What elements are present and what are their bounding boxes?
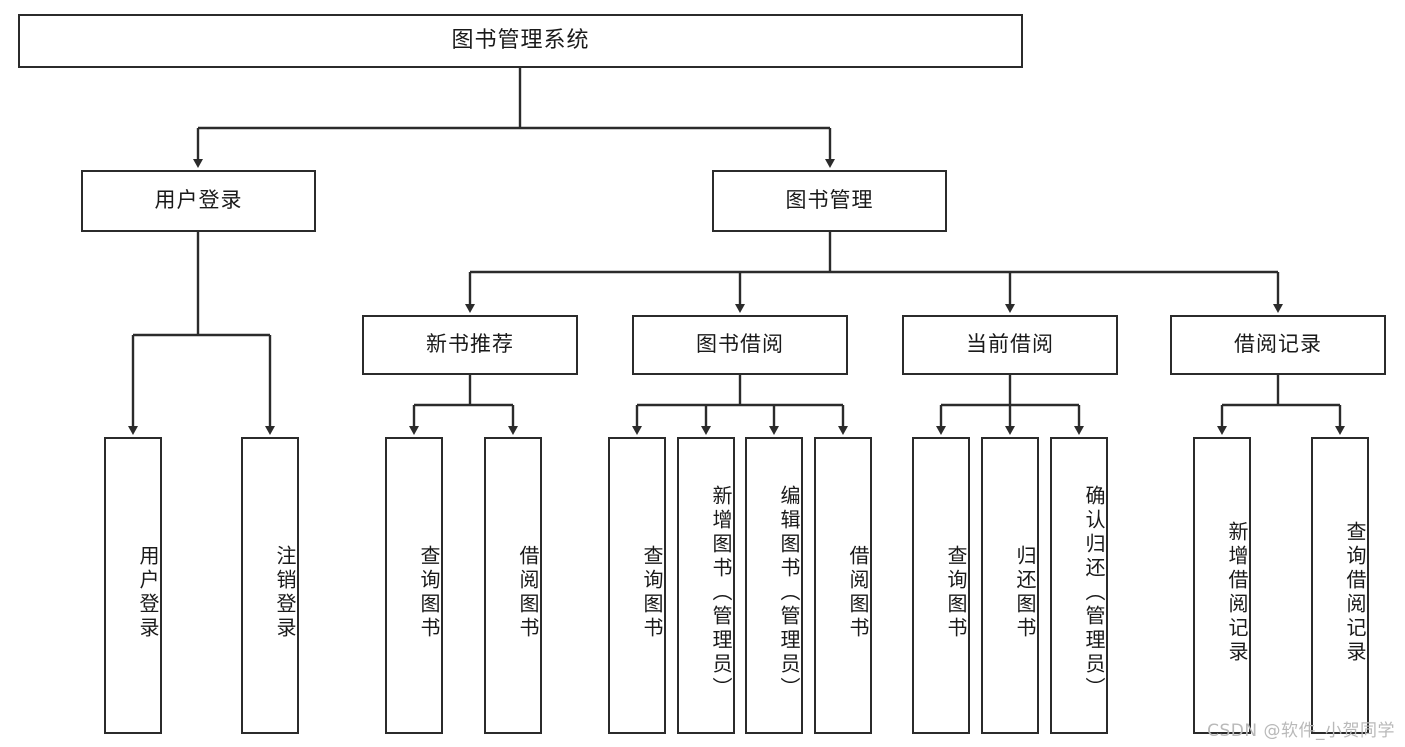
node-book-borrow[interactable]: 图书借阅 [632,315,848,375]
leaf-add-book-admin[interactable]: 新增图书（管理员） [677,437,735,734]
leaf-user-login[interactable]: 用户登录 [104,437,162,734]
leaf-return-book[interactable]: 归还图书 [981,437,1039,734]
leaf-confirm-return-admin[interactable]: 确认归还（管理员） [1050,437,1108,734]
leaf-borrow-book-new[interactable]: 借阅图书 [484,437,542,734]
csdn-watermark: CSDN @软件_小贺同学 [1207,721,1395,741]
leaf-edit-book-admin[interactable]: 编辑图书（管理员） [745,437,803,734]
leaf-add-borrow-record[interactable]: 新增借阅记录 [1193,437,1251,734]
node-user-login[interactable]: 用户登录 [81,170,316,232]
leaf-borrow-book[interactable]: 借阅图书 [814,437,872,734]
node-current-borrow[interactable]: 当前借阅 [902,315,1118,375]
leaf-query-book-current[interactable]: 查询图书 [912,437,970,734]
leaf-query-book-new[interactable]: 查询图书 [385,437,443,734]
node-root-book-management-system[interactable]: 图书管理系统 [18,14,1023,68]
leaf-logout[interactable]: 注销登录 [241,437,299,734]
leaf-query-book-borrow[interactable]: 查询图书 [608,437,666,734]
node-new-book-recommendation[interactable]: 新书推荐 [362,315,578,375]
node-borrow-record[interactable]: 借阅记录 [1170,315,1386,375]
leaf-query-borrow-record[interactable]: 查询借阅记录 [1311,437,1369,734]
node-book-management[interactable]: 图书管理 [712,170,947,232]
